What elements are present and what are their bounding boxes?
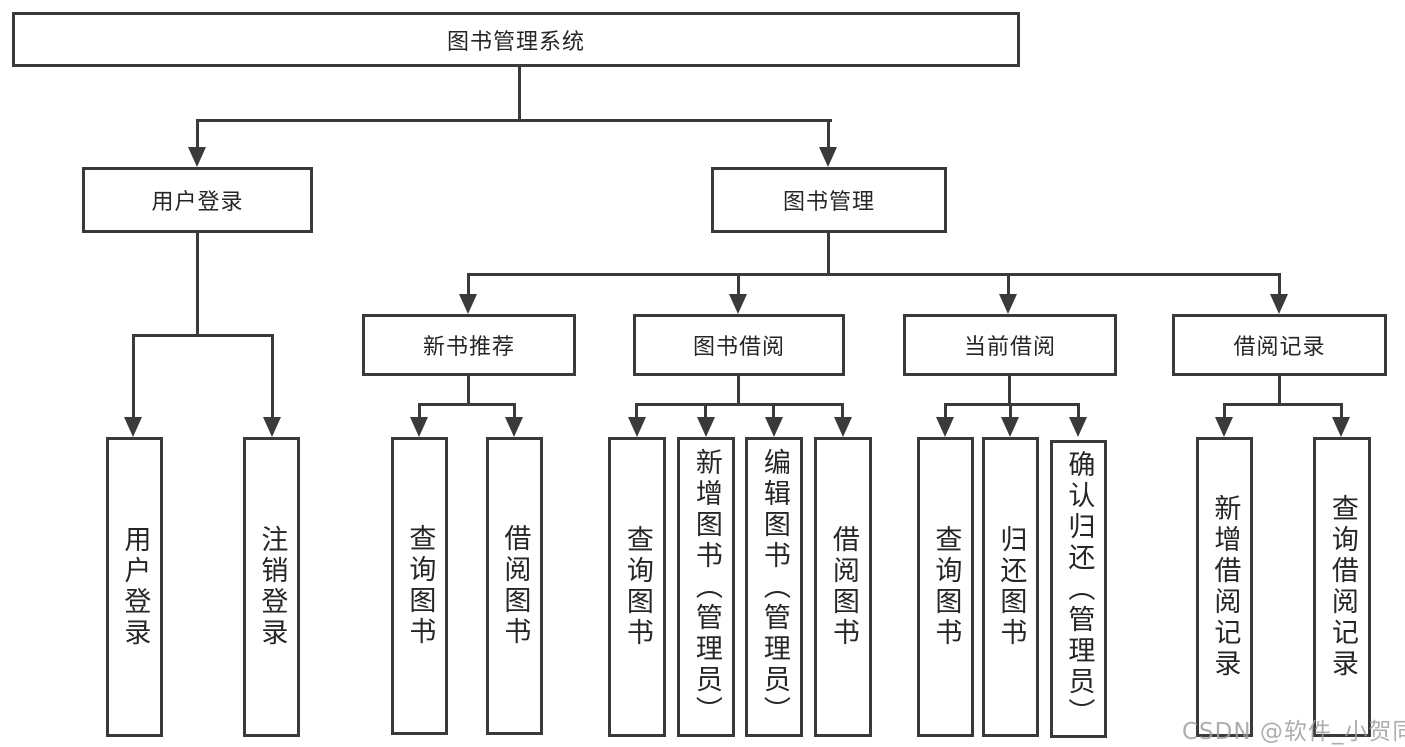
watermark: CSDN @软件_小贺同学 bbox=[1182, 719, 1405, 745]
connector-stem bbox=[418, 403, 421, 419]
arrow-down-icon bbox=[263, 417, 281, 437]
arrow-down-icon bbox=[124, 417, 142, 437]
arrow-down-icon bbox=[188, 147, 206, 167]
connector-stem bbox=[1077, 403, 1080, 419]
node-nbr-query-books: 查询图书 bbox=[391, 437, 448, 735]
node-cb-query-books: 查询图书 bbox=[917, 437, 974, 737]
connector-stem bbox=[772, 403, 775, 419]
connector-vline bbox=[518, 66, 521, 121]
connector-hline bbox=[418, 403, 516, 406]
arrow-down-icon bbox=[1001, 417, 1019, 437]
connector-vline bbox=[1008, 376, 1011, 405]
node-label: 借阅图书 bbox=[499, 524, 531, 648]
node-book-borrow: 图书借阅 bbox=[633, 314, 845, 376]
connector-stem bbox=[467, 273, 470, 296]
node-label: 查询图书 bbox=[930, 525, 962, 649]
node-label: 确认归还（管理员） bbox=[1063, 449, 1095, 729]
node-label: 图书管理系统 bbox=[446, 29, 585, 55]
arrow-down-icon bbox=[819, 147, 837, 167]
node-label: 注销登录 bbox=[256, 525, 288, 649]
node-library-system: 图书管理系统 bbox=[12, 12, 1020, 67]
connector-vline bbox=[467, 376, 470, 405]
node-label: 借阅记录 bbox=[1233, 335, 1326, 360]
arrow-down-icon bbox=[1332, 417, 1350, 437]
connector-vline bbox=[1278, 376, 1281, 405]
node-current-borrow: 当前借阅 bbox=[903, 314, 1117, 376]
connector-stem bbox=[1009, 403, 1012, 419]
node-label: 归还图书 bbox=[995, 525, 1027, 649]
connector-stem bbox=[737, 273, 740, 296]
node-new-book-recommend: 新书推荐 bbox=[362, 314, 576, 376]
connector-hline bbox=[635, 403, 843, 406]
node-label: 借阅图书 bbox=[827, 525, 859, 649]
connector-stem bbox=[1223, 403, 1226, 419]
node-label: 图书管理 bbox=[782, 190, 875, 215]
arrow-down-icon bbox=[834, 417, 852, 437]
connector-stem bbox=[1340, 403, 1343, 419]
node-cb-return-books: 归还图书 bbox=[982, 437, 1039, 737]
connector-stem bbox=[513, 403, 516, 419]
arrow-down-icon bbox=[765, 417, 783, 437]
arrow-down-icon bbox=[1270, 294, 1288, 314]
connector-vline bbox=[737, 376, 740, 405]
connector-stem bbox=[271, 334, 274, 419]
arrow-down-icon bbox=[1215, 417, 1233, 437]
node-bb-edit-book-admin: 编辑图书（管理员） bbox=[745, 437, 803, 737]
node-label: 编辑图书（管理员） bbox=[758, 447, 790, 727]
node-label: 查询图书 bbox=[621, 525, 653, 649]
connector-stem bbox=[841, 403, 844, 419]
node-user-login: 用户登录 bbox=[106, 437, 163, 737]
node-label: 查询图书 bbox=[404, 524, 436, 648]
connector-stem bbox=[196, 119, 199, 150]
node-label: 查询借阅记录 bbox=[1326, 494, 1358, 680]
connector-stem bbox=[1007, 273, 1010, 296]
node-label: 用户登录 bbox=[151, 190, 244, 215]
node-bb-add-book-admin: 新增图书（管理员） bbox=[677, 437, 735, 737]
node-book-management: 图书管理 bbox=[711, 167, 947, 233]
node-label: 当前借阅 bbox=[963, 335, 1056, 360]
arrow-down-icon bbox=[505, 417, 523, 437]
node-cb-confirm-return-admin: 确认归还（管理员） bbox=[1050, 440, 1107, 738]
node-user-login-group: 用户登录 bbox=[82, 167, 313, 233]
node-label: 新增借阅记录 bbox=[1209, 494, 1241, 680]
node-bb-query-books: 查询图书 bbox=[608, 437, 666, 737]
connector-stem bbox=[1278, 273, 1281, 296]
node-borrow-records: 借阅记录 bbox=[1172, 314, 1387, 376]
connector-hline bbox=[132, 334, 274, 337]
connector-vline bbox=[827, 233, 830, 275]
arrow-down-icon bbox=[999, 294, 1017, 314]
node-label: 图书借阅 bbox=[692, 335, 785, 360]
arrow-down-icon bbox=[628, 417, 646, 437]
arrow-down-icon bbox=[729, 294, 747, 314]
arrow-down-icon bbox=[936, 417, 954, 437]
node-nbr-borrow-books: 借阅图书 bbox=[486, 437, 543, 735]
arrow-down-icon bbox=[410, 417, 428, 437]
arrow-down-icon bbox=[697, 417, 715, 437]
node-br-query-record: 查询借阅记录 bbox=[1313, 437, 1371, 737]
arrow-down-icon bbox=[1069, 417, 1087, 437]
arrow-down-icon bbox=[459, 294, 477, 314]
connector-stem bbox=[704, 403, 707, 419]
connector-stem bbox=[827, 119, 830, 150]
connector-hline bbox=[1223, 403, 1342, 406]
node-br-add-record: 新增借阅记录 bbox=[1196, 437, 1253, 737]
node-bb-borrow-books: 借阅图书 bbox=[814, 437, 872, 737]
node-label: 用户登录 bbox=[119, 525, 151, 649]
connector-vline bbox=[196, 233, 199, 336]
connector-stem bbox=[635, 403, 638, 419]
node-logout: 注销登录 bbox=[243, 437, 300, 737]
connector-hline bbox=[196, 119, 832, 122]
connector-stem bbox=[132, 334, 135, 419]
node-label: 新增图书（管理员） bbox=[690, 447, 722, 727]
connector-hline bbox=[467, 273, 1281, 276]
node-label: 新书推荐 bbox=[422, 335, 515, 360]
connector-stem bbox=[944, 403, 947, 419]
